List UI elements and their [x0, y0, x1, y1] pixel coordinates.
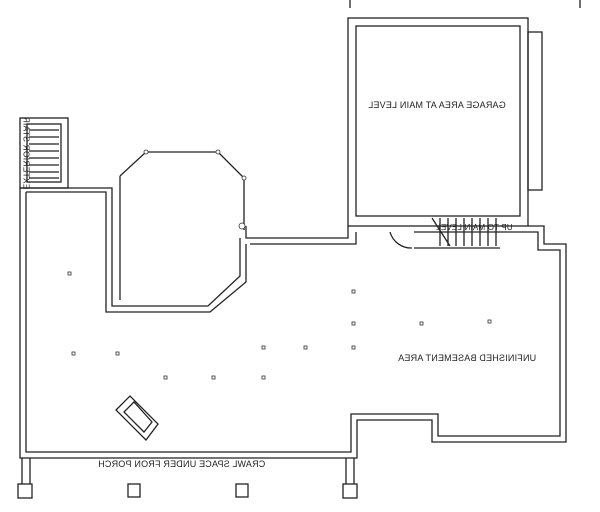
basement-label: UNFINISHED BASEMENT AREA: [398, 353, 537, 363]
angled-stair: [115, 395, 159, 441]
exterior-stair-label: EXTERIOR STAIR: [21, 116, 32, 190]
up-to-main-label: UP TO MAIN LEVEL: [436, 223, 513, 232]
columns: [67, 271, 492, 380]
stair-up-to-main: [389, 217, 520, 249]
door-swing: [389, 231, 413, 249]
garage-walls: [347, 17, 543, 227]
garage-label: GARAGE AREA AT MAIN LEVEL: [368, 100, 506, 110]
front-porch: [17, 458, 358, 499]
crawl-space-label: CRAWL SPACE UNDER FRON PORCH: [98, 459, 266, 469]
basement-inner-wall: [25, 191, 561, 453]
octagon-room: [119, 151, 245, 300]
top-marks: [349, 0, 581, 8]
basement-outer-wall: [19, 187, 567, 459]
